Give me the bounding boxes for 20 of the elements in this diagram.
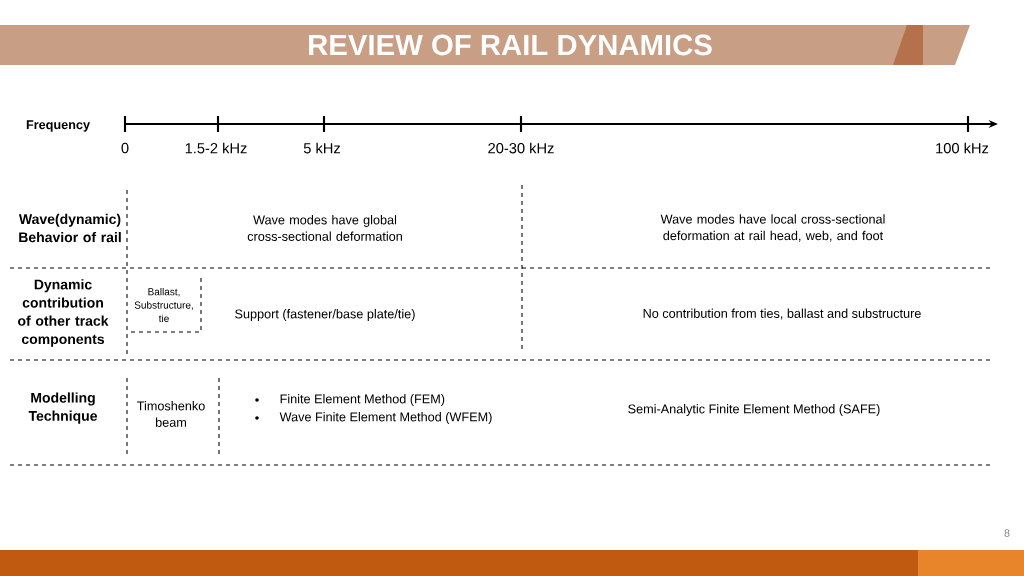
cell-text: Timoshenko beam xyxy=(137,401,205,427)
tick-label: 20-30 kHz xyxy=(488,142,554,154)
tick-label: 100 kHz xyxy=(936,142,989,154)
cell-text: Support (fastener/base plate/tie) xyxy=(235,309,415,321)
bullet-item: Wave Finite Element Method (WFEM) xyxy=(255,412,492,424)
cell-text: Wave modes have local cross-sectional deformation at rail head, web, and foot xyxy=(660,214,885,242)
cell-text: Semi-Analytic Finite Element Method (SAFE) xyxy=(628,404,880,416)
title-banner: REVIEW OF RAIL DYNAMICS xyxy=(0,25,970,65)
cell-text: No contribution from ties, ballast and substructure xyxy=(643,308,921,320)
axis-label: Frequency xyxy=(26,120,90,132)
dashed-box: Ballast, Substructure, tie xyxy=(126,277,202,333)
cell-text: Wave modes have global cross-sectional deformation xyxy=(247,215,402,241)
tick-label: 5 kHz xyxy=(303,142,340,154)
row-header: Dynamic contribution of other track components xyxy=(18,279,109,347)
row-header: Wave(dynamic) Behavior of rail xyxy=(18,213,121,243)
row-header: Modelling Technique xyxy=(28,392,97,424)
bullet-item: Finite Element Method (FEM) xyxy=(255,394,445,406)
tick-label: 0 xyxy=(121,142,129,154)
page-number: 8 xyxy=(1004,529,1010,537)
tick-label: 1.5-2 kHz xyxy=(185,142,247,154)
